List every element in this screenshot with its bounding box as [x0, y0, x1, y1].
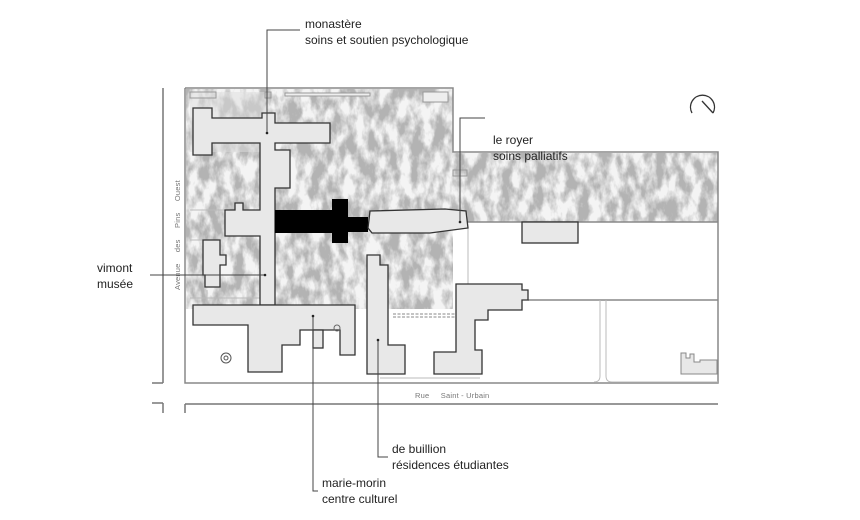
label-function: soins et soutien psychologique: [305, 33, 469, 47]
label-name: marie-morin: [322, 476, 387, 490]
street-label-avenue-des-pins: Avenue des Pins Ouest: [173, 180, 182, 290]
building-small: [521, 221, 579, 244]
site-boundary: [184, 87, 719, 384]
label-name: monastère: [305, 17, 362, 31]
building-residence-east[interactable]: [433, 283, 529, 375]
building-le-royer[interactable]: [367, 208, 469, 234]
leader-lines: [150, 29, 485, 492]
building-de-buillion[interactable]: [366, 254, 406, 375]
street-lines: [152, 88, 718, 413]
label-name: de buillion: [392, 442, 447, 456]
covered-walkway: [393, 313, 456, 318]
label-function: soins palliatifs: [493, 149, 568, 163]
building-right: [680, 352, 718, 375]
building-marie-morin[interactable]: [192, 304, 356, 373]
label-function: musée: [97, 277, 134, 291]
label-marie-morin: marie-morin centre culturel: [322, 475, 397, 507]
label-le-royer: le royer soins palliatifs: [493, 132, 568, 164]
label-name: vimont: [97, 261, 133, 275]
label-name: le royer: [493, 133, 534, 147]
label-vimont: vimont musée: [97, 260, 133, 292]
well-icon: [333, 324, 341, 332]
building-highlight[interactable]: [275, 199, 368, 243]
leader-dots: [263, 131, 462, 342]
lot-lines: [189, 91, 718, 383]
label-de-buillion: de buillion résidences étudiantes: [392, 441, 509, 473]
north-arrow-icon: [689, 94, 716, 114]
label-monastere: monastère soins et soutien psychologique: [305, 16, 468, 48]
label-function: résidences étudiantes: [392, 458, 509, 472]
building-annex: [312, 329, 324, 349]
fountain-icon: [220, 352, 232, 364]
label-function: centre culturel: [322, 492, 398, 506]
street-label-saint-urbain: Rue Saint - Urbain: [415, 391, 490, 400]
